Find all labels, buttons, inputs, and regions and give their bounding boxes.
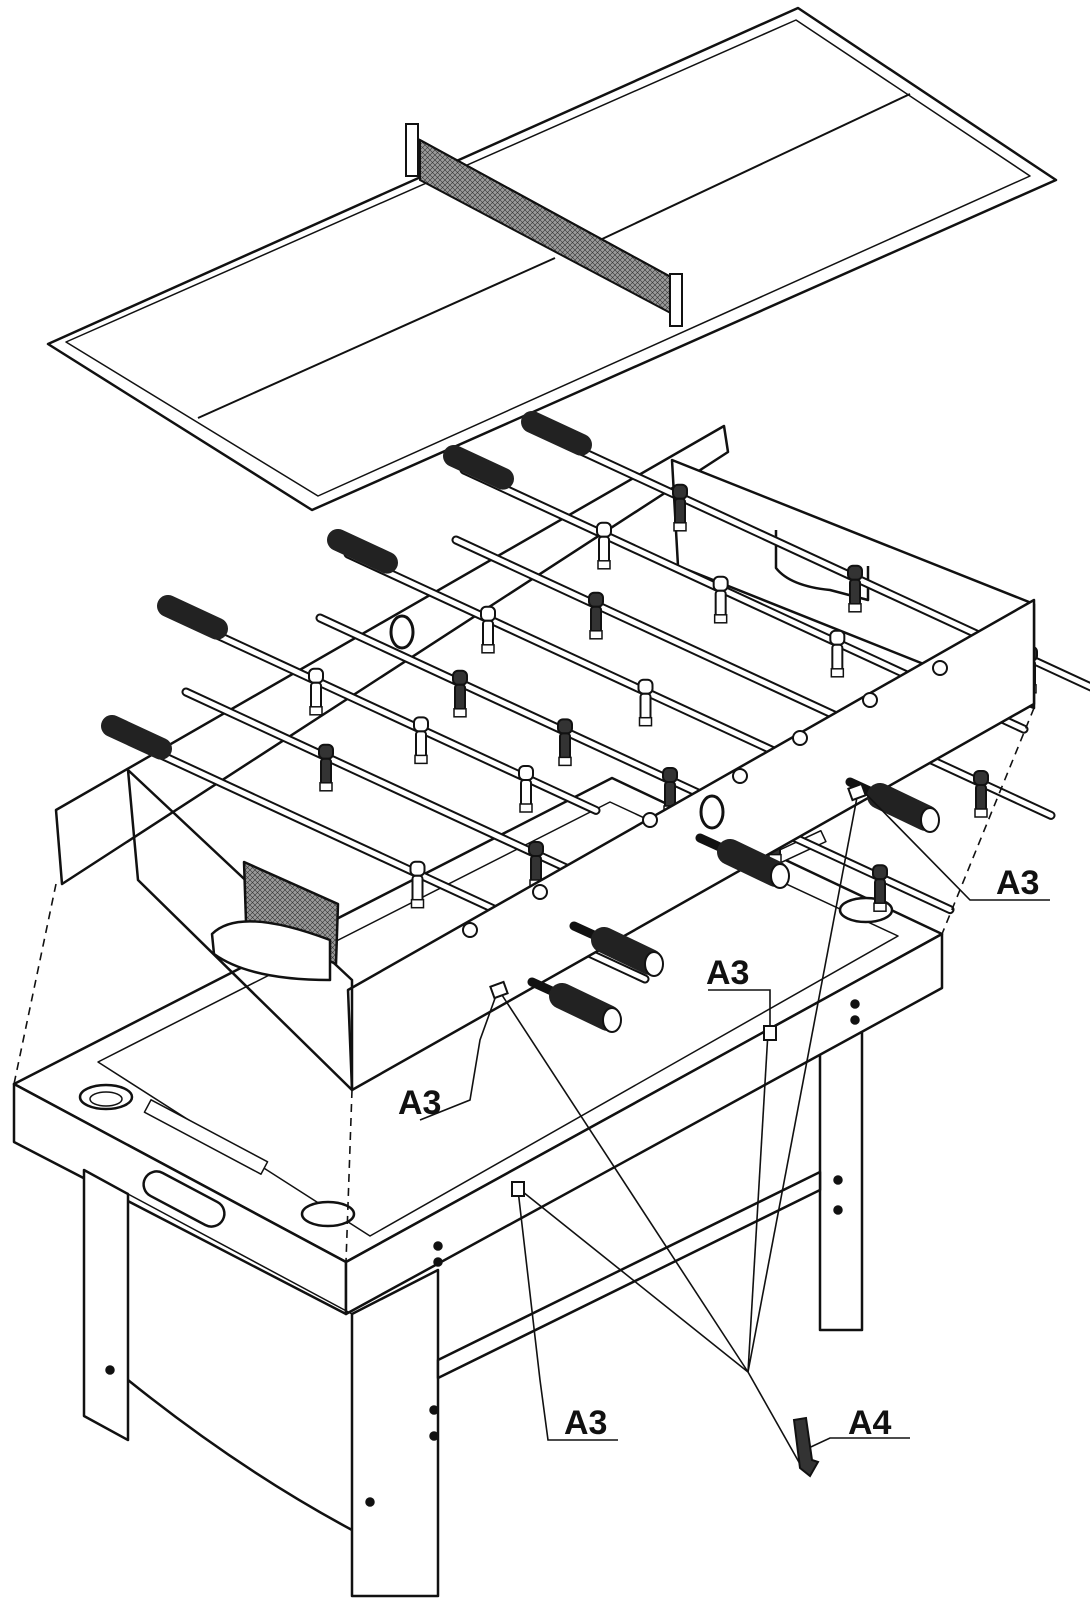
rod-grip-back [101, 715, 172, 760]
net-post-right [669, 273, 683, 327]
bracket-a3-right [847, 782, 867, 802]
rod-grip-back [521, 411, 592, 456]
ball-return-slot [142, 1170, 226, 1228]
cup-holder-front [300, 1200, 356, 1228]
callout-labels: A3 A3 A3 A3 A4 [398, 864, 1039, 1442]
front-leg-left [82, 1168, 130, 1442]
front-skirt-curve [127, 1379, 353, 1532]
foosball-player [596, 521, 612, 570]
callout-a3-bottom: A3 [564, 1404, 607, 1442]
foosball-player [452, 669, 468, 718]
foosball-player [829, 629, 846, 678]
foosball-player [557, 718, 573, 767]
side-wall-front [346, 598, 1036, 1092]
foosball-player [847, 564, 863, 613]
bracket-a3-front [489, 980, 509, 1000]
rod-bearing [792, 730, 808, 746]
table-top-center-line-left [197, 257, 556, 419]
front-leg-center [350, 1268, 440, 1598]
rod-bearing [532, 884, 548, 900]
rod-grip-front [591, 927, 663, 975]
ping-pong-net [405, 123, 683, 327]
front-wall-group [126, 598, 1036, 1092]
rod-grip-front [717, 839, 789, 887]
rod-grip-front [549, 983, 621, 1031]
back-leg-right [818, 1014, 864, 1332]
rod-grip-back [327, 529, 398, 574]
score-counter-left [143, 1099, 269, 1175]
rod-bearing [732, 768, 748, 784]
bracket-a3-leg [763, 1025, 777, 1041]
foosball-player [712, 575, 729, 624]
callout-a3-right: A3 [996, 864, 1039, 902]
rod-bearing [932, 660, 948, 676]
foosball-player [588, 591, 604, 640]
goal-tray-near [210, 920, 332, 982]
foosball-player [308, 667, 324, 716]
foosball-player [518, 765, 534, 813]
bracket-a3-bottom [511, 1181, 525, 1197]
screw-a4-icon [792, 1416, 820, 1478]
callout-a4: A4 [848, 1404, 892, 1442]
bumper-ring-left [389, 614, 415, 650]
rod-bearing [642, 812, 658, 828]
net-post-left [405, 123, 419, 177]
rod-bearing [462, 922, 478, 938]
goal-frame-far [774, 530, 870, 602]
callout-a3-leg: A3 [706, 954, 749, 992]
foosball-player [480, 605, 496, 654]
table-side-apron [344, 932, 944, 1316]
bumper-ring-right [699, 794, 725, 830]
foosball-player [413, 716, 429, 765]
foosball-player [672, 483, 688, 532]
rod-grip-front [867, 783, 939, 831]
rod-bearing [862, 692, 878, 708]
table-top-inner-border [65, 19, 1031, 497]
rod-grip-back [443, 445, 514, 490]
foosball-player [409, 860, 426, 909]
table-top-center-line-right [599, 93, 911, 241]
rod-grip-back [157, 595, 228, 640]
rod-handles-front [462, 660, 948, 1033]
ping-pong-table-top [46, 6, 1058, 512]
foosball-player [637, 678, 654, 727]
foosball-player [318, 743, 334, 792]
foosball-player [872, 864, 888, 912]
fastener-leader-lines [13, 707, 1050, 1465]
callout-a3-front: A3 [398, 1084, 441, 1122]
foosball-player [973, 770, 989, 818]
fasteners [489, 782, 867, 1478]
